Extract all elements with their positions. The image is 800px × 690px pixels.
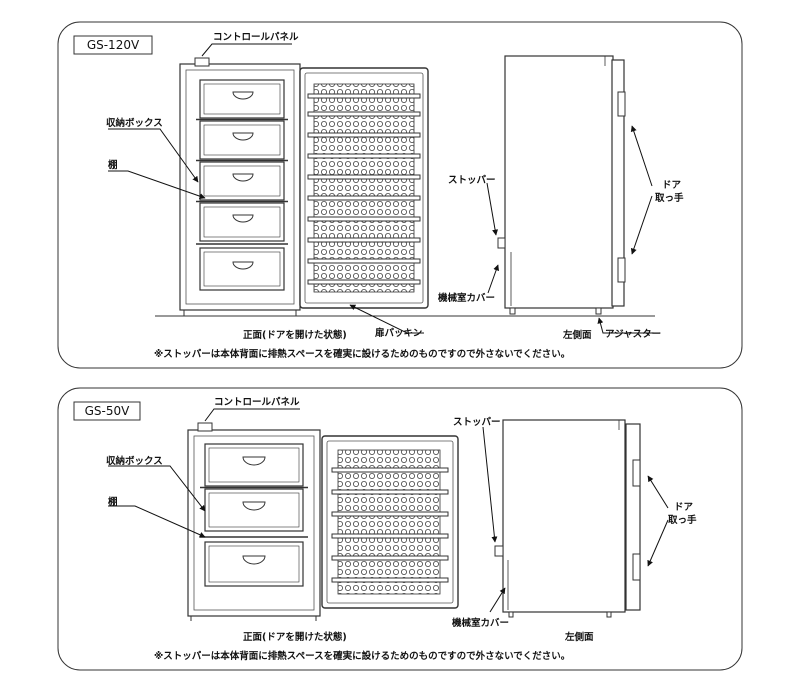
open-door	[321, 435, 459, 609]
drawer	[204, 488, 304, 532]
left-caption: 左側面	[564, 631, 594, 643]
label-stopper: ストッパー	[453, 416, 501, 428]
drawer	[204, 541, 304, 587]
handle-icon	[632, 459, 641, 487]
label-door: ドア	[662, 180, 682, 191]
model-tag-box	[73, 401, 141, 421]
label-storage-box: 収納ボックス	[106, 455, 163, 467]
label-storage-box: 収納ボックス	[106, 117, 163, 129]
handle-icon	[617, 91, 626, 117]
panel-gs120v: GS-120V	[57, 21, 743, 369]
door-edge	[611, 59, 625, 307]
panel-border	[57, 21, 743, 369]
open-door	[299, 67, 429, 309]
side-view	[497, 55, 626, 315]
drawer	[199, 202, 285, 242]
label-handle: 取っ手	[668, 514, 697, 526]
label-control-panel: コントロールパネル	[213, 31, 299, 43]
front-cabinet	[187, 422, 321, 621]
panel-gs50v: GS-50V	[57, 387, 743, 671]
control-panel-box	[194, 57, 210, 67]
control-panel-box	[197, 422, 213, 432]
door-pockets	[331, 467, 449, 583]
label-stopper: ストッパー	[448, 174, 496, 186]
model-tag-box	[73, 35, 153, 55]
front-cabinet	[179, 57, 301, 316]
left-caption: 左側面	[562, 329, 592, 341]
stopper-icon	[497, 237, 506, 249]
drawer	[199, 120, 285, 160]
stopper-icon	[494, 545, 504, 557]
label-control-panel: コントロールパネル	[214, 396, 300, 408]
label-adjuster: アジャスター	[605, 328, 661, 340]
adjuster-icon	[595, 307, 602, 315]
note: ※ストッパーは本体背面に排熱スペースを確実に設けるためのものですので外さないでく…	[154, 348, 570, 360]
note: ※ストッパーは本体背面に排熱スペースを確実に設けるためのものですので外さないでく…	[154, 650, 570, 662]
door-inner-grid	[337, 449, 441, 595]
front-caption: 正面(ドアを開けた状態)	[243, 631, 347, 643]
panel-border	[57, 387, 743, 671]
side-view	[494, 419, 641, 618]
front-caption: 正面(ドアを開けた状態)	[243, 329, 347, 341]
model-tag: GS-50V	[85, 404, 131, 418]
door-pockets	[307, 93, 421, 285]
drawer	[199, 79, 285, 119]
drawer	[199, 161, 285, 201]
drawer	[199, 247, 285, 291]
door-edge	[625, 423, 641, 611]
handle-icon	[632, 553, 641, 581]
model-tag: GS-120V	[87, 38, 140, 52]
label-handle: 取っ手	[655, 192, 684, 204]
label-gasket: 扉パッキン	[374, 327, 422, 339]
handle-icon	[617, 257, 626, 283]
label-machine-cover: 機械室カバー	[438, 292, 495, 304]
door-inner-grid	[313, 83, 415, 293]
label-door: ドア	[674, 502, 694, 513]
label-machine-cover: 機械室カバー	[452, 617, 509, 629]
drawer	[204, 443, 304, 487]
label-shelf: 棚	[108, 496, 118, 508]
label-shelf: 棚	[108, 159, 118, 171]
